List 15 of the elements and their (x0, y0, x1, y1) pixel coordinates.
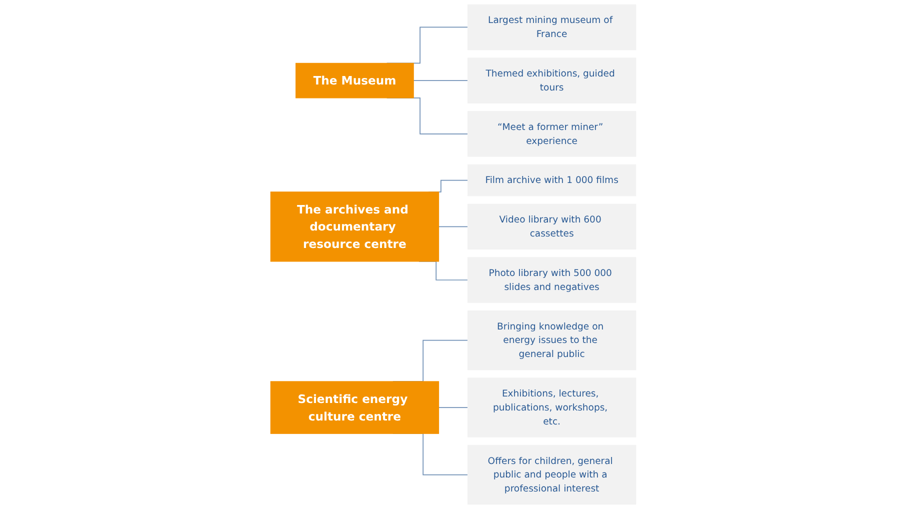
node-box: Film archive with 1 000 films (468, 164, 636, 196)
connector (413, 80, 468, 82)
node-box: Themed exhibitions, guided tours (468, 58, 636, 104)
node-box: Photo library with 500 000 slides and negatives (468, 257, 636, 303)
connector (438, 407, 468, 408)
node-box: Offers for children, general public and people with a professional interest (468, 444, 636, 505)
node-box: The archives and documentary resource centre (270, 192, 440, 262)
connector (438, 226, 468, 228)
node-box: Bringing knowledge on energy issues to the general public (468, 310, 636, 370)
node-box: Exhibitions, lectures, publications, workshops, etc. (468, 378, 636, 438)
node-box: Scientific energy culture centre (270, 381, 440, 434)
node-box: “Meet a former miner” experience (468, 111, 636, 157)
node-box: Largest mining museum of France (468, 4, 636, 50)
node-box: Video library with 600 cassettes (468, 204, 636, 250)
node-box: The Museum (296, 62, 414, 98)
